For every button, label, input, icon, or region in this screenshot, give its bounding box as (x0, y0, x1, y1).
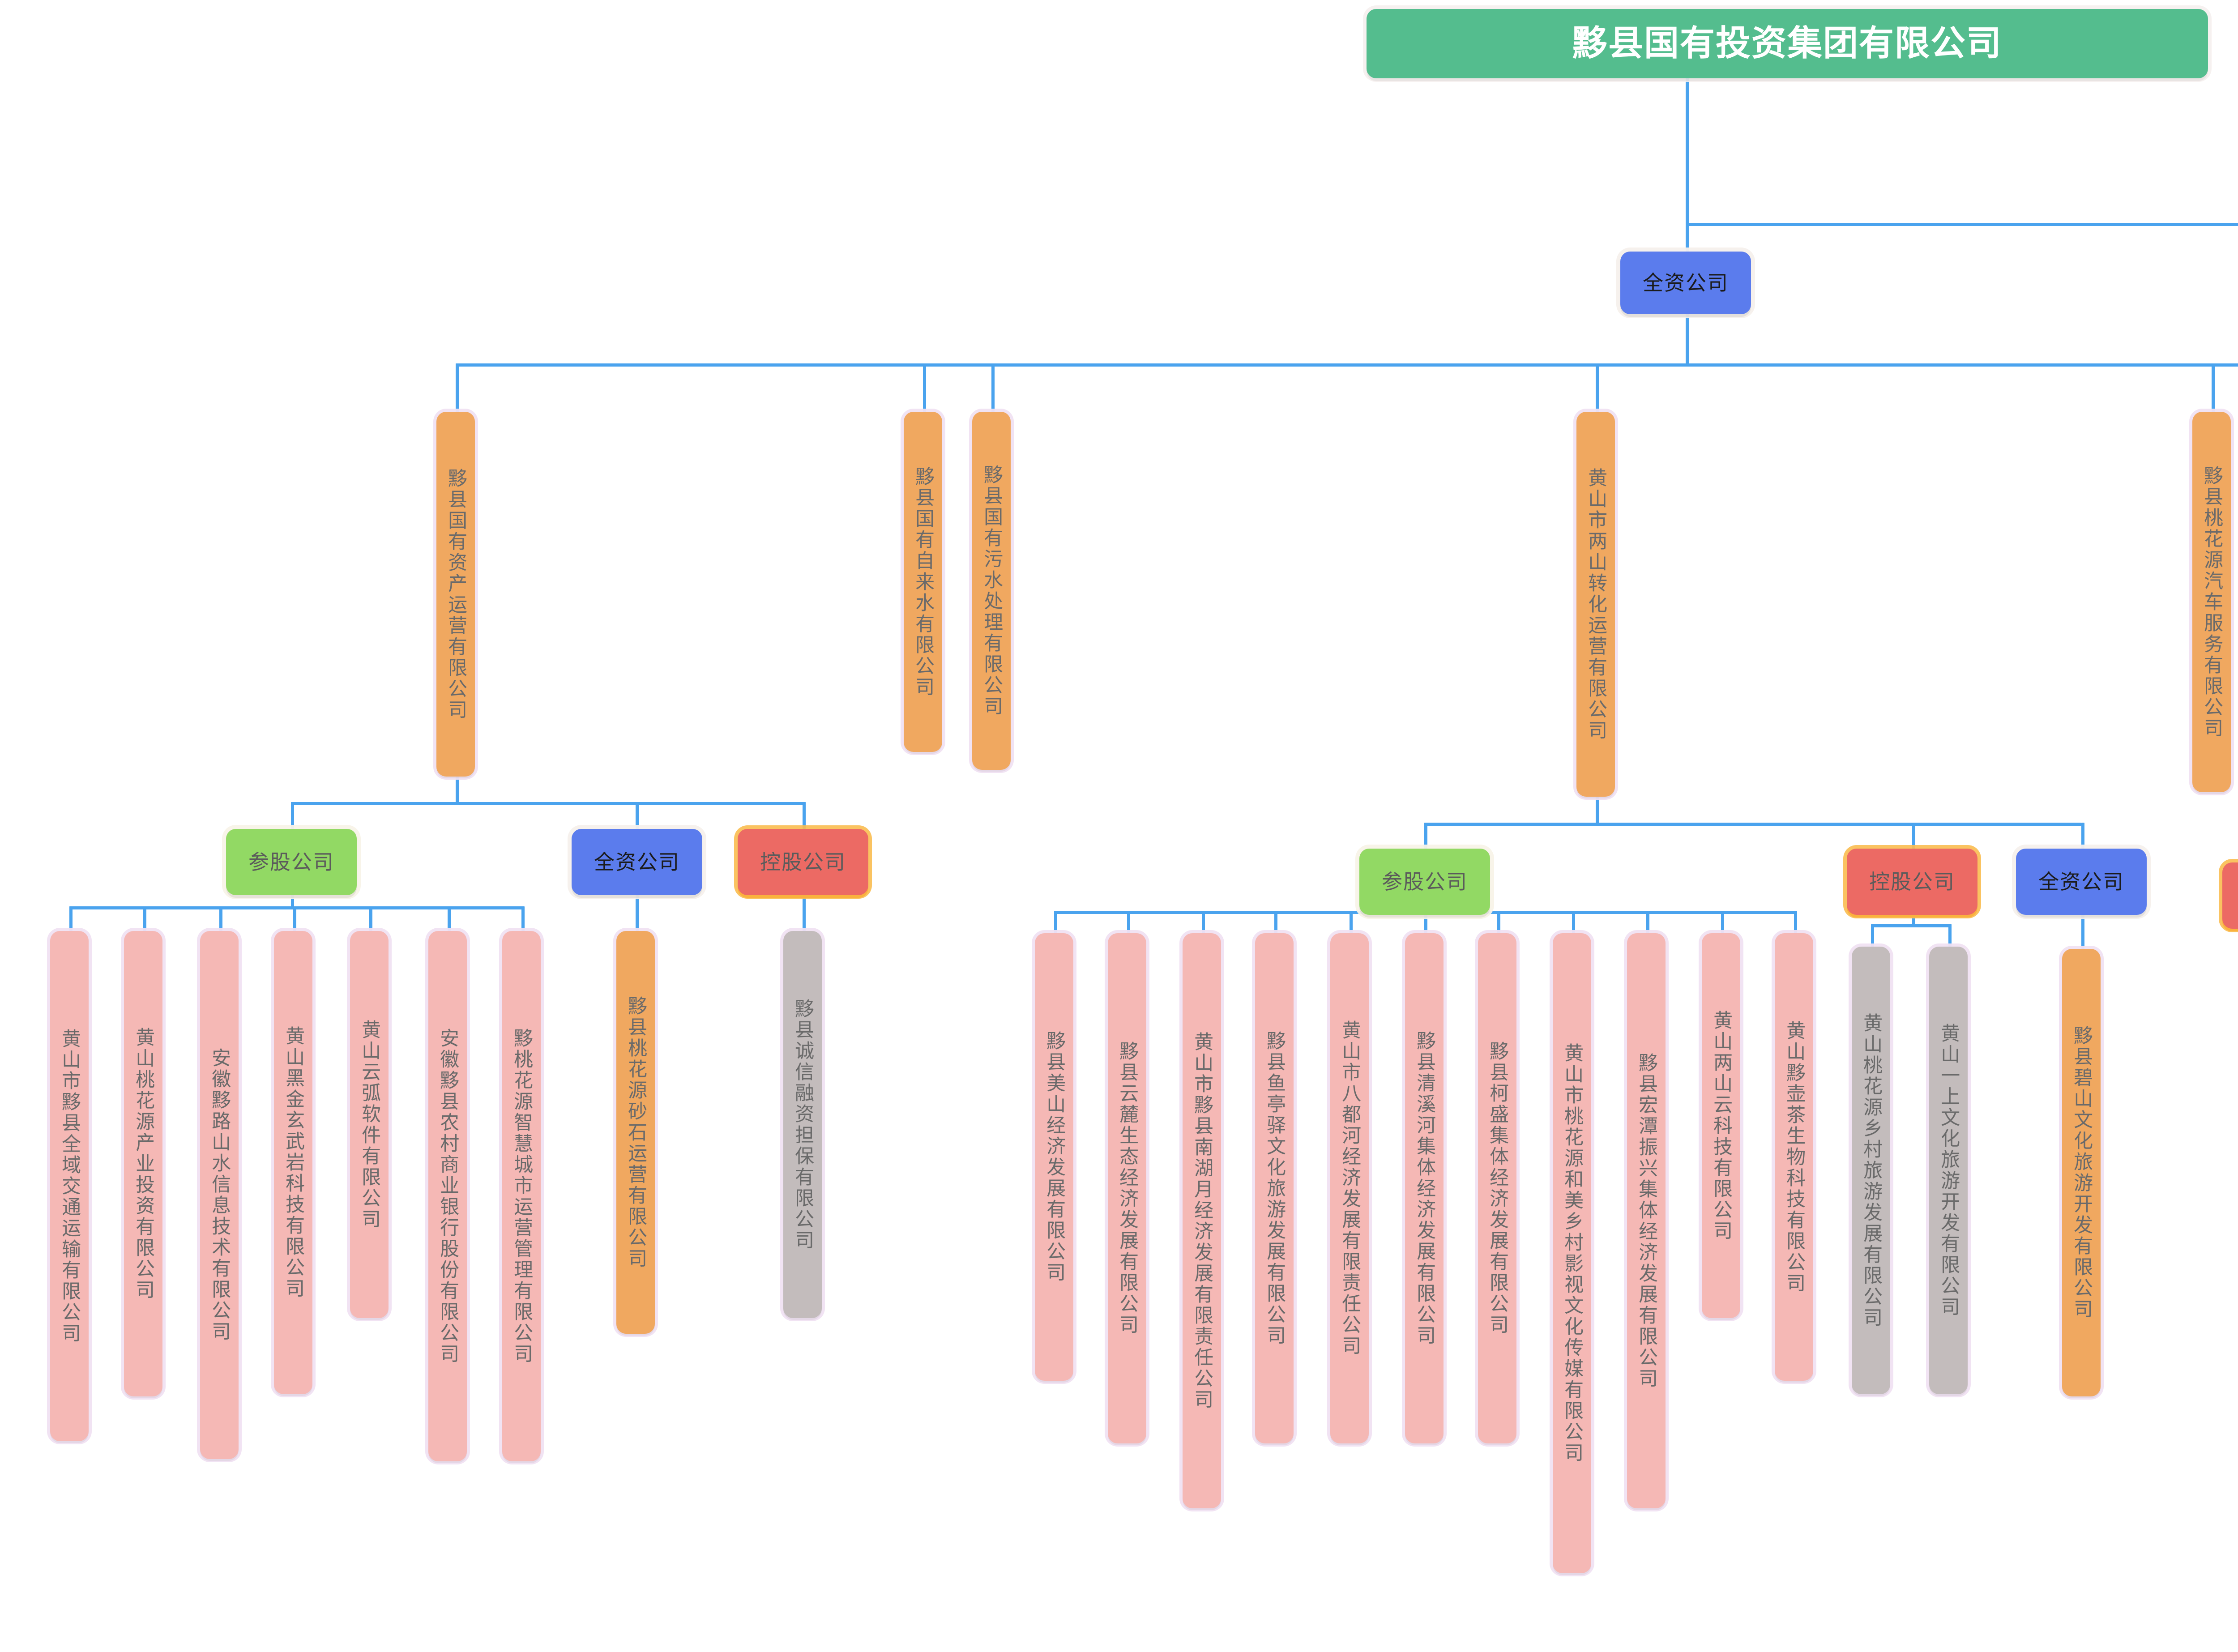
connector-a-eq-5 (448, 906, 451, 931)
connector-groupa-bus (291, 802, 806, 805)
connector-a-eq-4 (369, 906, 372, 931)
leaf-a-wholly-0[interactable]: 黟县桃花源砂石运营有限公司 (616, 931, 655, 1334)
connector-a-eq-6 (521, 906, 525, 931)
connector-drop-liangshan (1596, 363, 1599, 413)
connector-b-eq-8 (1646, 911, 1649, 933)
leaf-b-eq-1[interactable]: 黟县云麓生态经济发展有限公司 (1108, 933, 1146, 1443)
connector-a-equity-bus (69, 906, 524, 909)
connector-groupa-down (456, 774, 459, 805)
connector-b-eq-4 (1350, 911, 1353, 933)
connector-a-eq-0 (69, 906, 73, 931)
connector-a-eq-1 (143, 906, 146, 931)
node-zilaishui[interactable]: 黟县国有自来水有限公司 (904, 412, 942, 752)
connector-l3-bus (456, 363, 2238, 367)
connector-b-eq-10 (1794, 911, 1797, 933)
node-wushui[interactable]: 黟县国有污水处理有限公司 (972, 412, 1011, 770)
leaf-a-eq-3[interactable]: 黄山黑金玄武岩科技有限公司 (274, 931, 312, 1394)
connector-a-wholly-down (636, 895, 639, 931)
leaf-b-ctrl-1[interactable]: 黄山一上文化旅游开发有限公司 (1929, 947, 1968, 1394)
connector-b-eq-9 (1721, 911, 1724, 933)
connector-a-eq-2 (219, 906, 222, 931)
connector-drop-zilaishui (923, 363, 926, 413)
connector-b-eq-3 (1274, 911, 1277, 933)
leaf-b-wholly-0[interactable]: 黟县碧山文化旅游开发有限公司 (2062, 949, 2101, 1396)
connector-b-eq-0 (1054, 911, 1057, 933)
node-cat-a-control[interactable]: 控股公司 (738, 829, 868, 895)
leaf-a-eq-6[interactable]: 黟桃花源智慧城市运营管理有限公司 (502, 931, 541, 1461)
leaf-b-eq-10[interactable]: 黄山黟壶茶生物科技有限公司 (1775, 933, 1813, 1381)
connector-a-equity-down (291, 895, 294, 909)
node-root[interactable]: 黟县国有投资集团有限公司 (1367, 9, 2208, 78)
leaf-b-eq-0[interactable]: 黟县美山经济发展有限公司 (1035, 933, 1073, 1381)
leaf-a-eq-0[interactable]: 黄山市黟县全域交通运输有限公司 (50, 931, 89, 1441)
node-cat-a-wholly[interactable]: 全资公司 (572, 829, 702, 895)
connector-groupb-to-wholly (2081, 823, 2084, 849)
leaf-a-control-0[interactable]: 黟县诚信融资担保有限公司 (783, 931, 822, 1318)
node-cat-a-equity[interactable]: 参股公司 (226, 829, 357, 895)
leaf-a-eq-1[interactable]: 黄山桃花源产业投资有限公司 (124, 931, 162, 1396)
connector-groupa-to-equity (291, 802, 294, 829)
node-l2-wholly[interactable]: 全资公司 (1620, 252, 1751, 314)
node-cat-b-equity[interactable]: 参股公司 (1359, 849, 1490, 915)
connector-root-span (1686, 223, 2238, 226)
connector-b-ctrl-0 (1871, 924, 1874, 947)
connector-groupa-to-control (803, 802, 806, 829)
leaf-a-eq-4[interactable]: 黄山云弧软件有限公司 (350, 931, 389, 1318)
connector-groupa-to-wholly (636, 802, 639, 829)
connector-b-control-bus (1871, 924, 1952, 927)
node-guoziyunying[interactable]: 黟县国有资产运营有限公司 (436, 412, 475, 777)
leaf-a-eq-5[interactable]: 安徽黟县农村商业银行股份有限公司 (428, 931, 467, 1461)
connector-groupb-to-control (1912, 823, 1915, 849)
leaf-b-eq-8[interactable]: 黟县宏潭振兴集体经济发展有限公司 (1627, 933, 1666, 1508)
leaf-b-eq-5[interactable]: 黟县清溪河集体经济发展有限公司 (1405, 933, 1444, 1443)
connector-a-eq-3 (293, 906, 296, 931)
connector-groupb-down (1596, 795, 1599, 826)
connector-a-control-down (803, 895, 806, 931)
node-cat-c-control[interactable]: 控股公司 (2222, 862, 2238, 929)
node-liangshan[interactable]: 黄山市两山转化运营有限公司 (1576, 412, 1615, 797)
connector-groupb-bus (1424, 823, 2081, 826)
connector-drop-qiche (2212, 363, 2215, 413)
node-cat-b-control[interactable]: 控股公司 (1847, 849, 1977, 915)
leaf-b-ctrl-0[interactable]: 黄山桃花源乡村旅游发展有限公司 (1852, 947, 1890, 1394)
leaf-b-eq-6[interactable]: 黟县柯盛集体经济发展有限公司 (1478, 933, 1516, 1443)
connector-b-wholly-down (2081, 895, 2084, 949)
leaf-b-eq-9[interactable]: 黄山两山云科技有限公司 (1702, 933, 1740, 1318)
connector-l2-wholly-down (1686, 313, 1689, 365)
node-qiche[interactable]: 黟县桃花源汽车服务有限公司 (2192, 412, 2231, 792)
connector-drop-wushui (991, 363, 995, 413)
leaf-b-eq-3[interactable]: 黟县鱼亭驿文化旅游发展有限公司 (1255, 933, 1294, 1443)
connector-b-eq-7 (1572, 911, 1575, 933)
connector-to-l2-wholly (1686, 223, 1689, 252)
connector-root-down (1686, 77, 1689, 225)
connector-drop-guoziyunying (456, 363, 459, 413)
connector-b-eq-5 (1424, 911, 1427, 933)
leaf-b-eq-7[interactable]: 黄山市桃花源和美乡村影视文化传媒有限公司 (1553, 933, 1591, 1573)
connector-b-eq-2 (1202, 911, 1205, 933)
leaf-a-eq-2[interactable]: 安徽黟路山水信息技术有限公司 (200, 931, 239, 1459)
connector-b-ctrl-1 (1948, 924, 1952, 947)
connector-b-eq-1 (1127, 911, 1130, 933)
node-cat-b-wholly[interactable]: 全资公司 (2016, 849, 2147, 915)
leaf-b-eq-4[interactable]: 黄山市八都河经济发展有限责任公司 (1330, 933, 1369, 1443)
leaf-b-eq-2[interactable]: 黄山市黟县南湖月经济发展有限责任公司 (1183, 933, 1221, 1508)
connector-b-eq-6 (1497, 911, 1500, 933)
connector-groupb-to-equity (1424, 823, 1427, 849)
